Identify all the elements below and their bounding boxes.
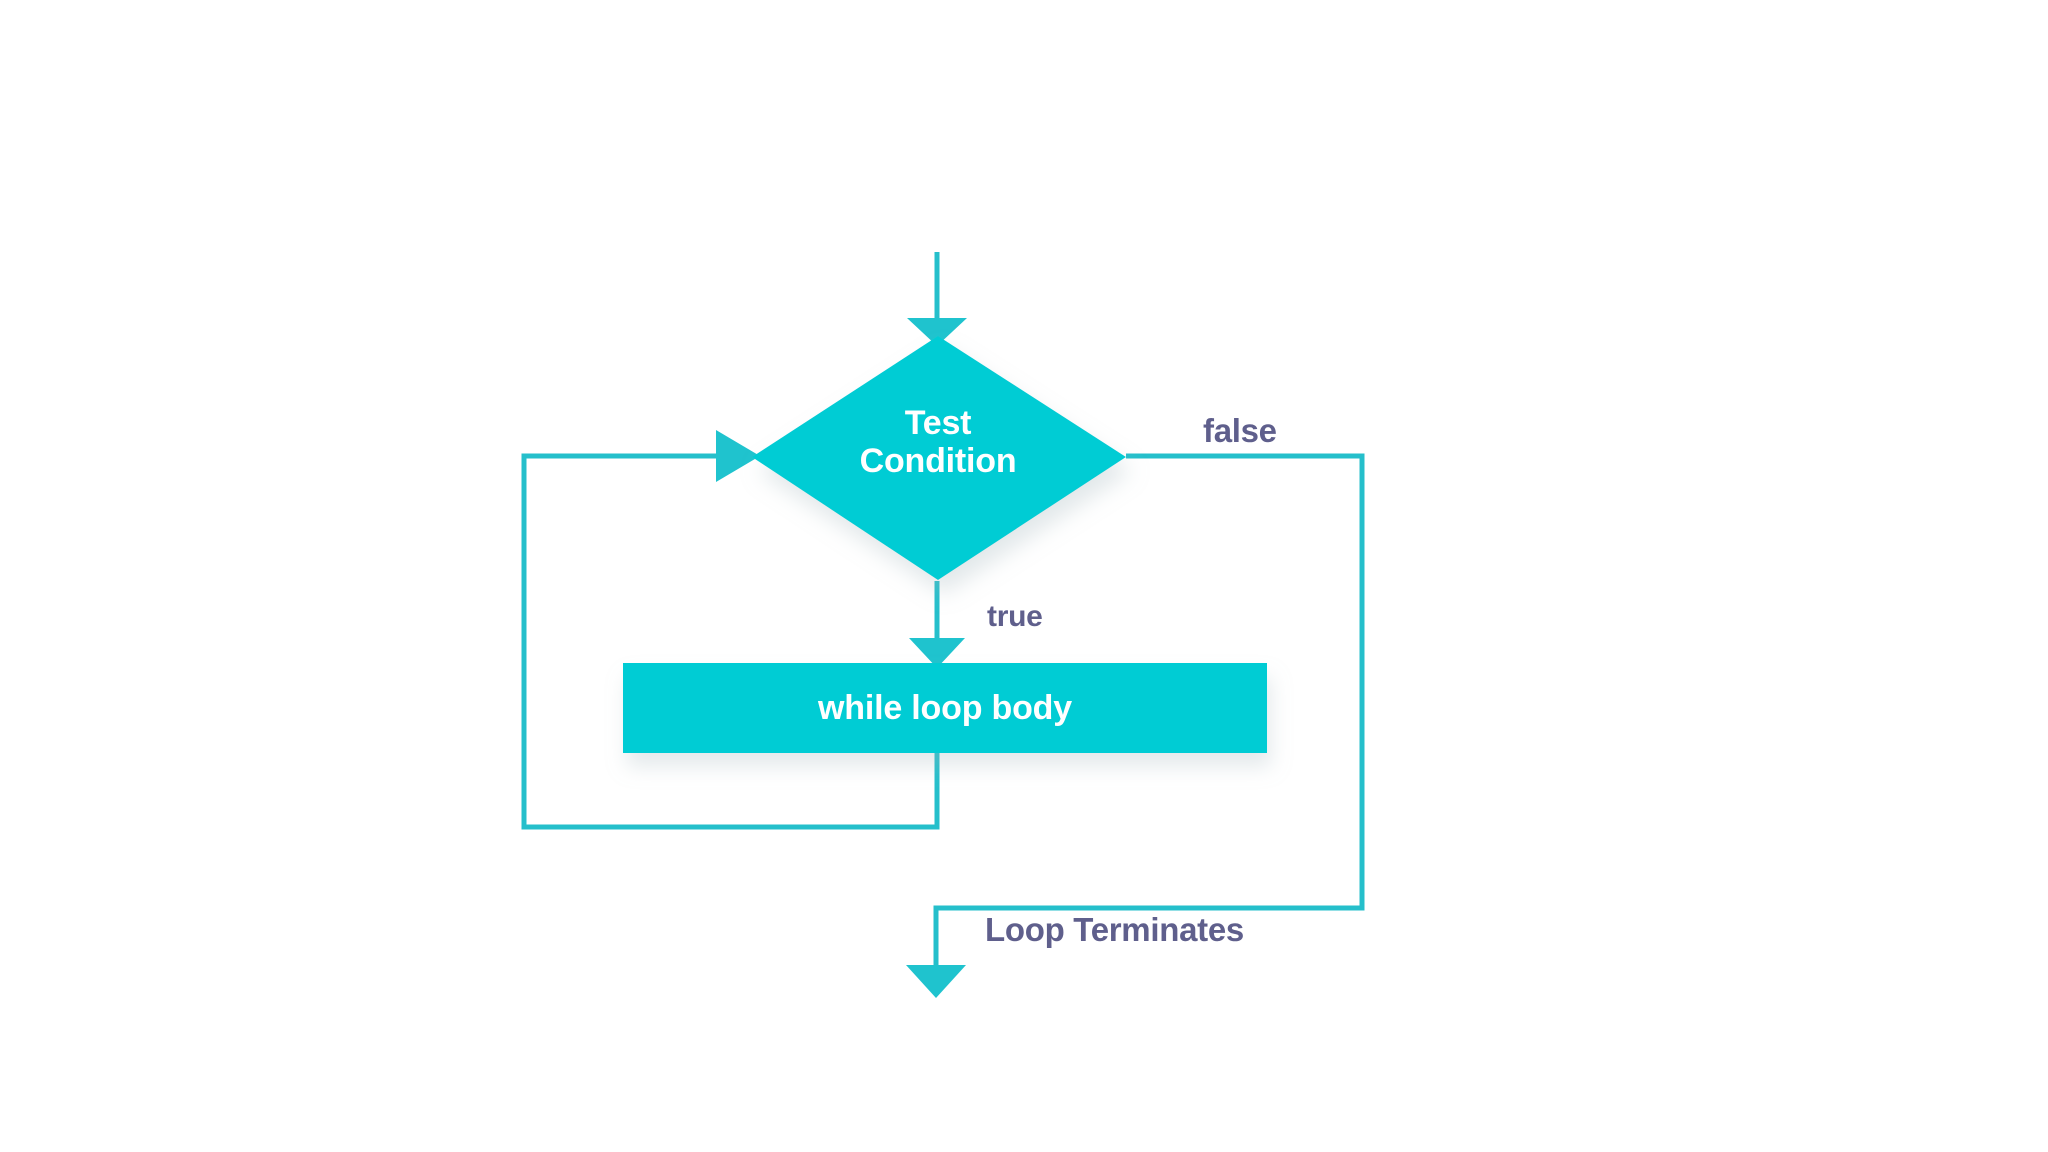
edge-label-false: false [1203,412,1277,449]
edge-loop-back-line [521,453,940,830]
edge-exit-line [933,453,1365,965]
arrowhead-exit-icon [906,965,966,998]
edge-label-true: true [987,600,1043,633]
process-node-rect[interactable] [623,663,1267,753]
arrowhead-into-process-icon [909,638,965,668]
edge-label-loop-terminates: Loop Terminates [985,911,1244,948]
arrowhead-into-decision-icon [907,318,967,346]
decision-node-diamond[interactable] [752,336,1126,580]
connector-layer [521,252,1365,965]
arrowhead-loop-back-icon [716,430,760,482]
arrowhead-layer [716,318,967,998]
